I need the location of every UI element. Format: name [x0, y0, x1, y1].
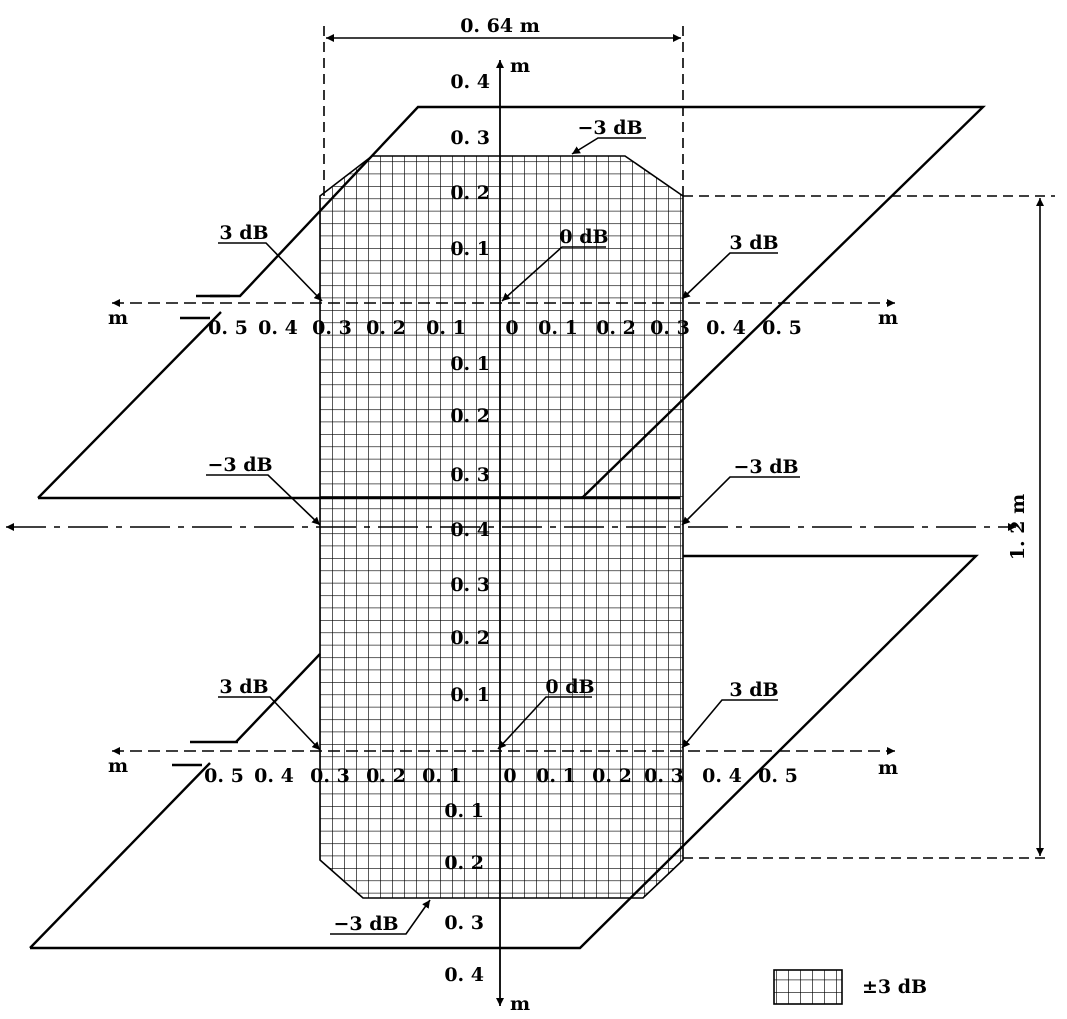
- leader-3db-upper-right: [681, 252, 778, 300]
- middle-y-tick: 0. 4: [450, 519, 490, 541]
- lower-y-tick: 0. 3: [450, 574, 490, 596]
- axis-unit-bottom: m: [510, 993, 530, 1015]
- upper-y-tick: 0. 1: [450, 353, 490, 375]
- axis-unit-lower-right: m: [878, 757, 898, 779]
- lower-y-tick: 0. 2: [450, 627, 490, 649]
- upper-x-tick: 0. 1: [538, 317, 578, 339]
- annotation-minus3db: −3 dB: [577, 117, 642, 139]
- upper-y-tick: 0. 2: [450, 405, 490, 427]
- axis-unit-top: m: [510, 55, 530, 77]
- lower-x-tick: 0. 1: [422, 765, 462, 787]
- lower-x-tick: 0. 5: [204, 765, 244, 787]
- upper-x-tick: 0. 2: [596, 317, 636, 339]
- axis-unit-upper-left: m: [108, 307, 128, 329]
- upper-x-tick: 0. 4: [706, 317, 746, 339]
- lower-y-tick: 0. 3: [444, 912, 484, 934]
- leader-3db-lower-left: [218, 696, 321, 751]
- leader-3db-upper-left: [218, 242, 323, 302]
- lower-y-tick: 0. 1: [444, 800, 484, 822]
- annotation-minus3db: −3 dB: [733, 456, 798, 478]
- upper-y-tick: 0. 3: [450, 127, 490, 149]
- upper-x-tick: 0. 1: [426, 317, 466, 339]
- leaders: [206, 137, 800, 935]
- lower-x-tick: 0. 2: [592, 765, 632, 787]
- lower-x-tick: 0. 5: [758, 765, 798, 787]
- leader-minus3db-mid-right: [681, 476, 800, 526]
- leader-minus3db-mid-left: [206, 474, 321, 526]
- height-dimension-label: 1. 2 m: [1007, 494, 1029, 560]
- leader-minus3db-bottom: [330, 899, 431, 935]
- upper-x-tick: 0. 3: [312, 317, 352, 339]
- lower-x-tick: 0. 4: [702, 765, 742, 787]
- upper-y-tick: 0. 3: [450, 464, 490, 486]
- axis-unit-lower-left: m: [108, 755, 128, 777]
- annotation-3db: 3 dB: [219, 676, 268, 698]
- annotation-0db: 0 dB: [559, 226, 608, 248]
- annotation-3db: 3 dB: [219, 222, 268, 244]
- leader-0db-upper: [501, 246, 606, 302]
- lower-x-tick: 0. 3: [310, 765, 350, 787]
- axis-unit-upper-right: m: [878, 307, 898, 329]
- lower-y-tick: 0. 4: [444, 964, 484, 986]
- lower-x-tick: 0. 2: [366, 765, 406, 787]
- upper-y-tick: 0. 4: [450, 71, 490, 93]
- legend: ±3 dB: [773, 969, 927, 1005]
- axes: [6, 60, 1016, 1006]
- labels: 0. 64 m 1. 2 m m m m m m m 0. 5 0. 4 0. …: [108, 15, 1029, 1015]
- upper-x-tick: 0. 5: [762, 317, 802, 339]
- annotation-minus3db: −3 dB: [207, 454, 272, 476]
- leader-0db-lower: [497, 696, 592, 750]
- lower-y-tick: 0. 1: [450, 684, 490, 706]
- legend-swatch: [773, 969, 843, 1005]
- lower-y-tick: 0. 2: [444, 852, 484, 874]
- legend-label: ±3 dB: [862, 976, 927, 998]
- dimension-lines: [323, 26, 1055, 859]
- width-dimension-label: 0. 64 m: [460, 15, 540, 37]
- annotation-0db: 0 dB: [545, 676, 594, 698]
- upper-x-tick: 0: [505, 317, 518, 339]
- lower-x-tick: 0. 3: [644, 765, 684, 787]
- upper-x-tick: 0. 5: [208, 317, 248, 339]
- annotation-3db: 3 dB: [729, 679, 778, 701]
- upper-y-tick: 0. 1: [450, 238, 490, 260]
- annotation-minus3db: −3 dB: [333, 913, 398, 935]
- leader-3db-lower-right: [681, 699, 778, 749]
- upper-x-tick: 0. 3: [650, 317, 690, 339]
- leader-minus3db-top: [571, 137, 646, 155]
- upper-x-tick: 0. 4: [258, 317, 298, 339]
- annotation-3db: 3 dB: [729, 232, 778, 254]
- upper-x-tick: 0. 2: [366, 317, 406, 339]
- lower-x-tick: 0. 4: [254, 765, 294, 787]
- lower-x-tick: 0: [503, 765, 516, 787]
- upper-y-tick: 0. 2: [450, 182, 490, 204]
- lower-x-tick: 0. 1: [536, 765, 576, 787]
- planes: [29, 105, 986, 950]
